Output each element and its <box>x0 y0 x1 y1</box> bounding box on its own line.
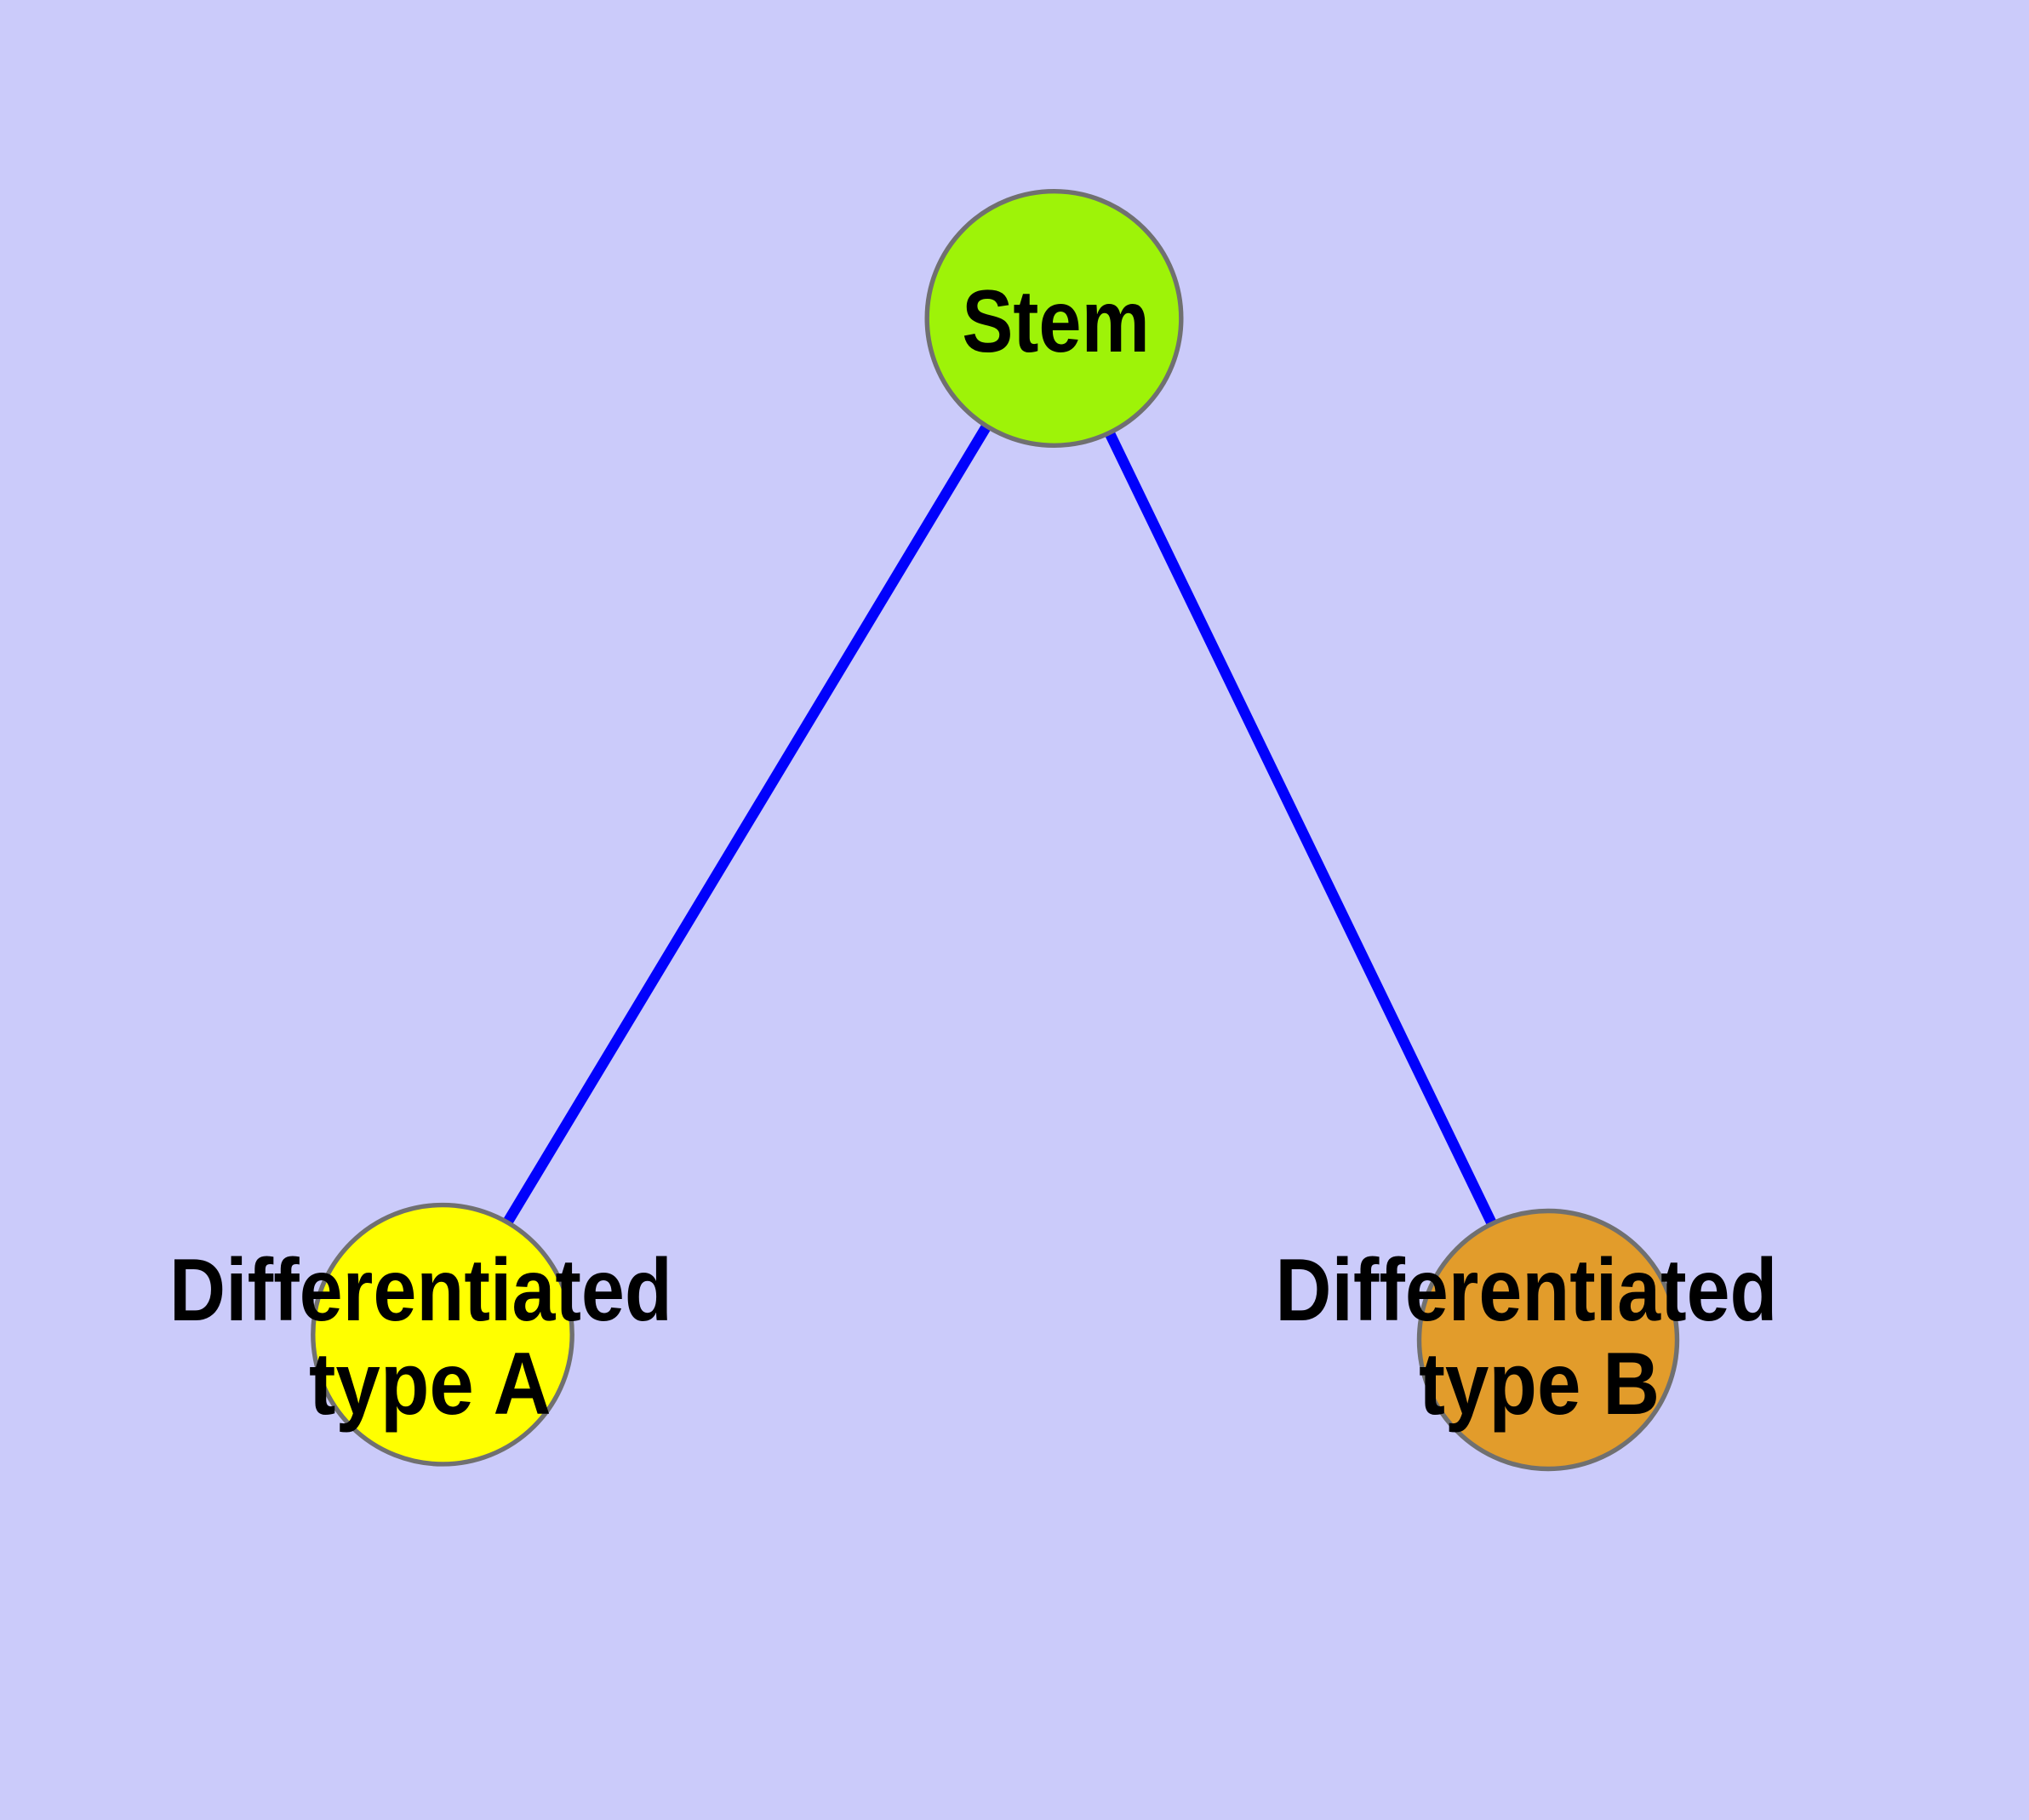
svg-text:type B: type B <box>1419 1335 1660 1434</box>
svg-text:Differentiated: Differentiated <box>1275 1241 1777 1340</box>
svg-text:Differentiated: Differentiated <box>169 1241 672 1340</box>
svg-text:Stem: Stem <box>962 272 1150 371</box>
svg-text:type A: type A <box>309 1335 552 1434</box>
